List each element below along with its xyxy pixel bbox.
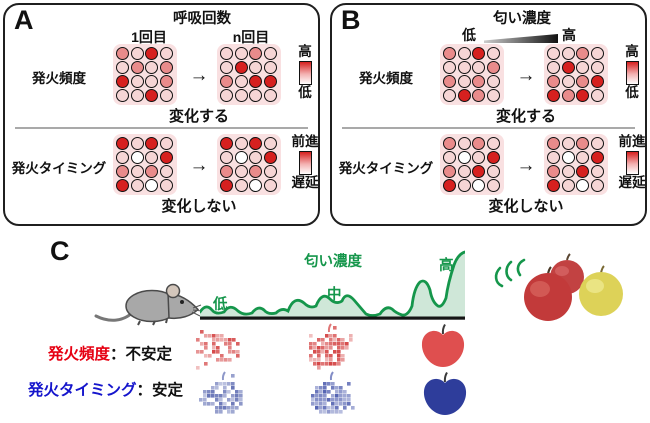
panel-c-label: C: [50, 236, 70, 266]
panel-a-label: A: [14, 5, 34, 35]
panel-b: B 匂い濃度 低 高 発火頻度 → 高 低 変化する 発火タイミング → 前進 …: [330, 3, 647, 226]
panel-a: A 呼吸回数 1回目 n回目 発火頻度 → 高 低 変化する 発火タイミング →…: [3, 3, 320, 226]
firing-rate-label: 発火頻度: [32, 71, 86, 86]
timing-colorbar: 前進 遅延: [612, 134, 650, 191]
rate-changes-caption: 変化する: [168, 108, 229, 125]
timing-map-first-breath: [113, 134, 177, 195]
colorbar-advance-label: 前進: [618, 134, 646, 149]
colorbar-delay-label: 遅延: [618, 174, 646, 190]
rate-map-first-breath: [113, 44, 177, 105]
odor-concentration-title: 匂い濃度: [304, 254, 362, 270]
panel-a-title: 呼吸回数: [173, 11, 231, 27]
panel-b-title: 匂い濃度: [493, 11, 551, 27]
curve-mid-label: 中: [327, 287, 342, 303]
colorbar-high-label: 高: [298, 44, 312, 59]
timing-map-high-odor: [544, 134, 608, 195]
rate-map-low-odor: [440, 44, 504, 105]
colorbar-advance-label: 前進: [291, 134, 319, 149]
rate-apple-low-noisy: [194, 322, 246, 370]
colorbar-delay-label: 遅延: [291, 174, 319, 190]
colorbar-high-label: 高: [625, 44, 639, 59]
apples-photo: [494, 253, 623, 321]
timing-map-low-odor: [440, 134, 504, 195]
rate-apple-mid-noisy: [303, 322, 355, 370]
colorbar-gradient: [625, 150, 639, 175]
unstable-label: ：不安定: [110, 346, 173, 363]
arrow-icon: →: [189, 65, 209, 86]
timing-no-change-caption: 変化しない: [161, 198, 237, 215]
timing-apple-high-clear: [419, 370, 471, 418]
breath-nth-label: n回目: [232, 29, 270, 45]
arrow-icon: →: [189, 155, 209, 176]
curve-low-label: 低: [213, 297, 228, 313]
rate-colorbar: 高 低: [285, 44, 325, 101]
rate-changes-caption: 変化する: [495, 108, 556, 125]
colorbar-gradient: [625, 60, 639, 85]
timing-apple-low: [197, 370, 249, 418]
firing-rate-unstable-line: 発火頻度：不安定: [48, 342, 172, 364]
timing-apple-mid: [305, 370, 357, 418]
concentration-low-label: 低: [462, 27, 476, 43]
firing-timing-label: 発火タイミング: [338, 161, 434, 176]
concentration-gradient-icon: [484, 34, 558, 43]
mouse-illustration: [94, 283, 202, 326]
timing-no-change-caption: 変化しない: [488, 198, 564, 215]
rate-map-high-odor: [544, 44, 608, 105]
arrow-icon: →: [516, 65, 536, 86]
rate-apple-high-clear: [417, 322, 469, 370]
firing-timing-label: 発火タイミング: [11, 161, 107, 176]
curve-high-label: 高: [439, 258, 454, 274]
breath-first-label: 1回目: [131, 29, 167, 45]
firing-rate-label: 発火頻度: [48, 346, 111, 363]
colorbar-gradient: [298, 150, 312, 175]
rate-map-nth-breath: [217, 44, 281, 105]
colorbar-low-label: 低: [625, 84, 639, 100]
panel-b-divider: [342, 127, 635, 129]
rate-colorbar: 高 低: [612, 44, 650, 101]
timing-map-nth-breath: [217, 134, 281, 195]
concentration-high-label: 高: [562, 27, 576, 43]
panel-a-divider: [15, 127, 308, 129]
colorbar-low-label: 低: [298, 84, 312, 100]
odor-concentration-curve: [200, 250, 465, 320]
firing-timing-stable-line: 発火タイミング：安定: [28, 378, 183, 400]
arrow-icon: →: [516, 155, 536, 176]
panel-b-label: B: [341, 5, 361, 35]
timing-colorbar: 前進 遅延: [285, 134, 325, 191]
firing-timing-label: 発火タイミング: [28, 382, 137, 399]
stable-label: ：安定: [136, 382, 184, 399]
firing-rate-label: 発火頻度: [359, 71, 413, 86]
colorbar-gradient: [298, 60, 312, 85]
